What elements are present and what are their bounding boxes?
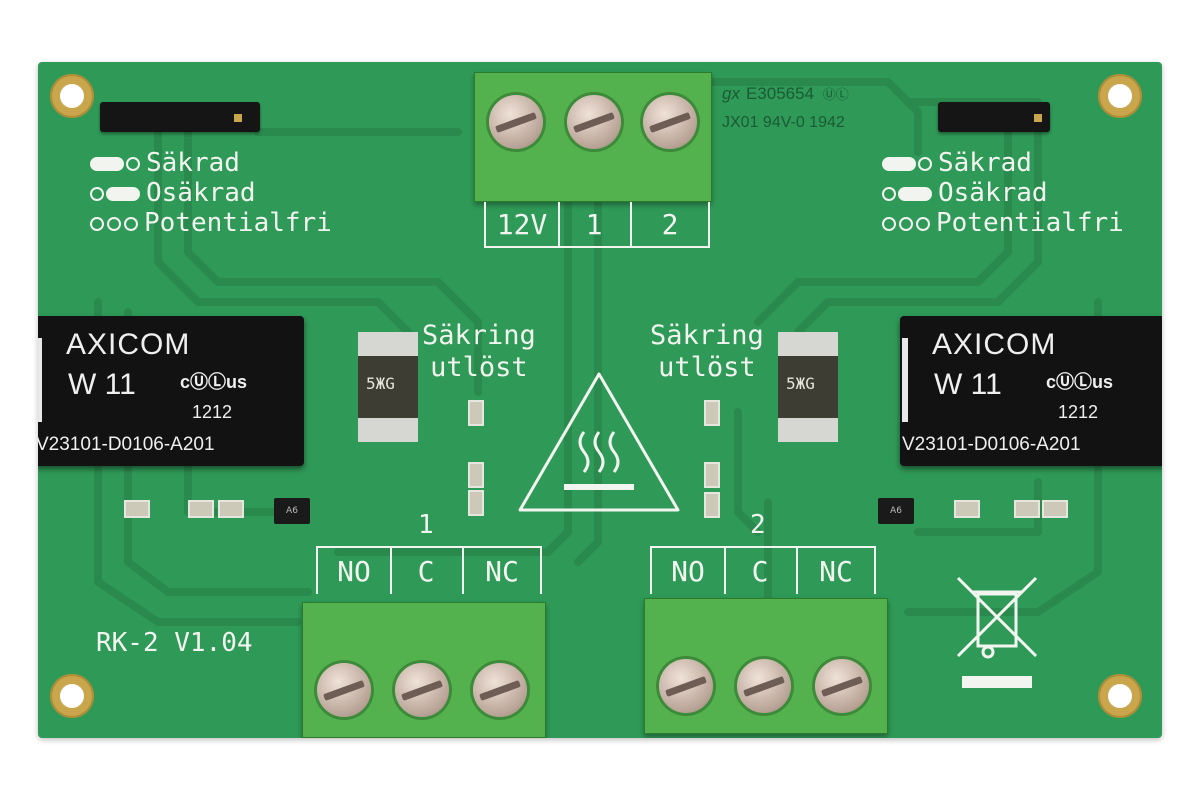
fuse-right: 5ЖG	[778, 332, 838, 442]
screw-no-1[interactable]	[317, 663, 371, 717]
resistor	[468, 490, 484, 516]
legend-option: Osäkrad	[938, 178, 1048, 208]
cert-line-2: JX01 94V-0 1942	[722, 114, 845, 131]
hot-surface-warning-icon	[518, 372, 680, 512]
relay-model: W 11	[934, 368, 1002, 401]
screw-no-2[interactable]	[659, 659, 713, 713]
resistor	[954, 500, 980, 518]
resistor	[468, 462, 484, 488]
terminal-label-nc-2: NC	[798, 546, 876, 594]
fuse-left: 5ЖG	[358, 332, 418, 442]
terminal-label-no-1: NO	[316, 546, 392, 594]
relay-right: AXICOM W 11 cⓊⓁus 1212 V23101-D0106-A201	[900, 316, 1162, 466]
relay-code: 1212	[1058, 402, 1099, 422]
resistor	[1014, 500, 1040, 518]
led-right	[704, 400, 720, 426]
screw-1[interactable]	[567, 95, 621, 149]
legend-option: Säkrad	[938, 148, 1032, 178]
led-left	[468, 400, 484, 426]
mounting-hole-top-left	[50, 74, 94, 118]
ul-icon: ⓊⓁ	[822, 87, 849, 102]
fuse-code: 5ЖG	[366, 374, 395, 393]
cert-line-1: E305654	[745, 84, 815, 103]
relay-brand: AXICOM	[66, 328, 191, 361]
board-version: RK-2 V1.04	[96, 628, 253, 658]
jumper-header-left[interactable]	[100, 102, 260, 132]
relay-1-number: 1	[418, 510, 434, 540]
legend-option: Potentialfri	[936, 208, 1124, 238]
relay-left: AXICOM W 11 cⓊⓁus 1212 V23101-D0106-A201	[38, 316, 304, 466]
transistor-right: A6	[878, 498, 914, 524]
ul-mark-icon: cⓊⓁus	[1046, 372, 1114, 392]
relay-code: 1212	[192, 402, 233, 422]
legend-option: Osäkrad	[146, 178, 256, 208]
terminal-label-nc-1: NC	[464, 546, 542, 594]
relay-model: W 11	[68, 368, 136, 401]
jumper-header-right[interactable]	[938, 102, 1050, 132]
mounting-hole-bottom-right	[1098, 674, 1142, 718]
resistor	[188, 500, 214, 518]
resistor	[124, 500, 150, 518]
screw-2[interactable]	[643, 95, 697, 149]
jumper-legend-right: Säkrad Osäkrad Potentialfri	[882, 148, 1124, 238]
weee-bin-icon	[956, 576, 1038, 688]
terminal-label-c-2: C	[724, 546, 798, 594]
relay-part-number: V23101-D0106-A201	[902, 434, 1081, 455]
resistor	[1042, 500, 1068, 518]
terminal-label-1: 1	[558, 202, 632, 248]
fuse-code: 5ЖG	[786, 374, 815, 393]
power-terminal-block	[474, 72, 712, 202]
relay-brand: AXICOM	[932, 328, 1057, 361]
relay-2-terminal-block	[644, 598, 888, 734]
resistor	[218, 500, 244, 518]
screw-c-2[interactable]	[737, 659, 791, 713]
screw-12v[interactable]	[489, 95, 543, 149]
relay-2-number: 2	[750, 510, 766, 540]
terminal-label-no-2: NO	[650, 546, 726, 594]
jumper-legend-left: Säkrad Osäkrad Potentialfri	[90, 148, 332, 238]
fuse-tripped-label-right: Säkring utlöst	[650, 320, 764, 383]
mounting-hole-bottom-left	[50, 674, 94, 718]
relay-1-terminal-block	[302, 602, 546, 738]
legend-option: Säkrad	[146, 148, 240, 178]
terminal-label-12v: 12V	[484, 202, 560, 248]
resistor	[704, 462, 720, 488]
pcb-board: Säkrad Osäkrad Potentialfri Säkrad Osäkr…	[38, 62, 1162, 738]
screw-c-1[interactable]	[395, 663, 449, 717]
legend-option: Potentialfri	[144, 208, 332, 238]
relay-part-number: V23101-D0106-A201	[38, 434, 215, 455]
screw-nc-2[interactable]	[815, 659, 869, 713]
screw-nc-1[interactable]	[473, 663, 527, 717]
fuse-tripped-label-left: Säkring utlöst	[422, 320, 536, 383]
terminal-label-c-1: C	[390, 546, 464, 594]
mounting-hole-top-right	[1098, 74, 1142, 118]
ul-mark-icon: cⓊⓁus	[180, 372, 248, 392]
transistor-left: A6	[274, 498, 310, 524]
resistor	[704, 492, 720, 518]
terminal-label-2: 2	[632, 202, 710, 248]
